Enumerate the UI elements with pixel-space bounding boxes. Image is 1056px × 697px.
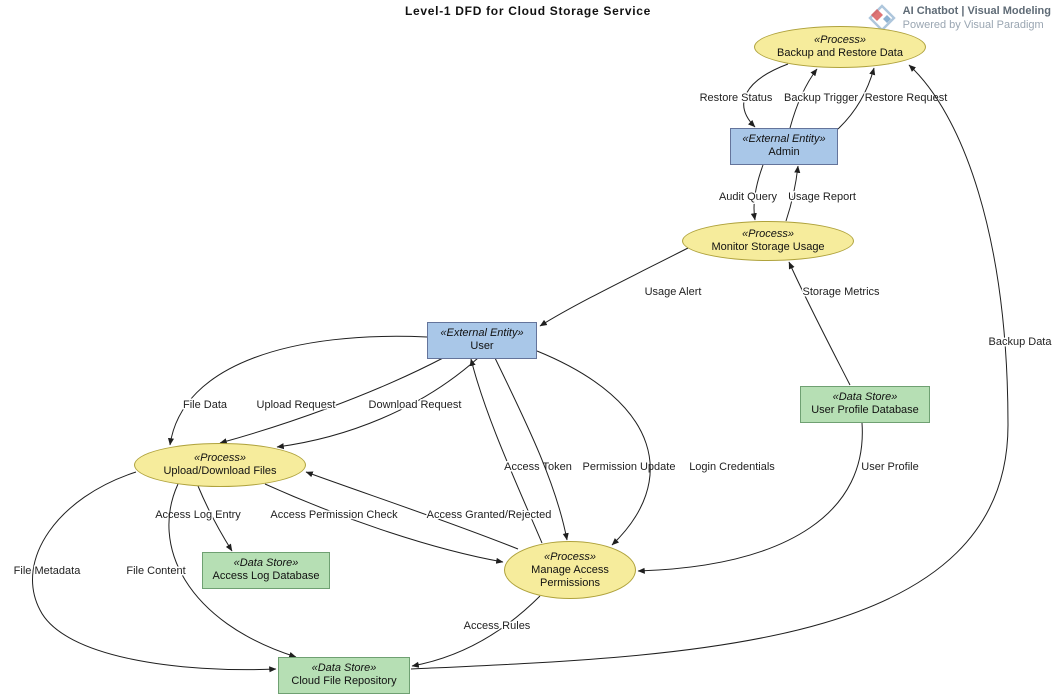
edge-label-restore-request: Restore Request: [865, 92, 948, 104]
edge-restore-status[interactable]: [743, 63, 789, 128]
node-admin[interactable]: «External Entity»Admin: [730, 127, 838, 165]
node-label: Backup and Restore Data: [777, 47, 903, 59]
node-stereotype: «Process»: [544, 550, 596, 563]
node-user[interactable]: «External Entity»User: [427, 321, 537, 359]
edge-permission-update[interactable]: [494, 357, 569, 541]
edge-usage-alert[interactable]: [539, 247, 689, 327]
edge-label-access-granted-rejected: Access Granted/Rejected: [427, 509, 552, 521]
edge-user-profile[interactable]: [637, 422, 863, 574]
node-label: User Profile Database: [811, 404, 919, 416]
node-monitor-storage-usage[interactable]: «Process»Monitor Storage Usage: [682, 221, 854, 261]
edge-label-backup-trigger: Backup Trigger: [784, 92, 858, 104]
edge-access-log-entry[interactable]: [197, 485, 233, 552]
edge-login-credentials[interactable]: [536, 350, 651, 546]
edge-label-access-permission-check: Access Permission Check: [270, 509, 398, 521]
edge-storage-metrics[interactable]: [788, 261, 851, 386]
edge-access-rules[interactable]: [411, 595, 541, 668]
node-manage-access-permissions[interactable]: «Process»Manage Access Permissions: [504, 541, 636, 599]
node-stereotype: «Process»: [814, 34, 866, 46]
edge-label-audit-query: Audit Query: [719, 191, 778, 203]
node-stereotype: «Process»: [194, 452, 246, 464]
node-label: Admin: [768, 146, 800, 158]
edge-label-file-metadata: File Metadata: [14, 565, 82, 577]
edge-label-login-credentials: Login Credentials: [689, 461, 775, 473]
edge-access-permission-check[interactable]: [264, 483, 504, 564]
diagram-title: Level-1 DFD for Cloud Storage Service: [405, 4, 651, 18]
node-backup-and-restore-data[interactable]: «Process»Backup and Restore Data: [754, 26, 926, 68]
edge-label-download-request: Download Request: [369, 399, 462, 411]
edge-label-file-data: File Data: [183, 399, 228, 411]
node-upload-download-files[interactable]: «Process»Upload/Download Files: [134, 443, 306, 487]
node-access-log-database[interactable]: «Data Store»Access Log Database: [202, 551, 330, 589]
node-label: Cloud File Repository: [291, 675, 397, 687]
edge-file-metadata[interactable]: [32, 471, 277, 673]
edge-label-access-token: Access Token: [504, 461, 572, 473]
edge-label-upload-request: Upload Request: [257, 399, 336, 411]
edge-label-access-log-entry: Access Log Entry: [155, 509, 241, 521]
node-stereotype: «Process»: [742, 228, 794, 240]
edge-label-restore-status: Restore Status: [700, 92, 773, 104]
edge-access-token[interactable]: [469, 358, 543, 544]
edge-backup-data[interactable]: [410, 64, 1009, 670]
node-label: User: [470, 340, 494, 352]
edge-label-usage-alert: Usage Alert: [645, 286, 702, 298]
edge-label-file-content: File Content: [126, 565, 185, 577]
edge-backup-trigger[interactable]: [789, 68, 818, 129]
node-user-profile-database[interactable]: «Data Store»User Profile Database: [800, 385, 930, 423]
node-stereotype: «External Entity»: [440, 327, 524, 339]
node-stereotype: «Data Store»: [311, 662, 377, 674]
branding-text: AI Chatbot | Visual Modeling Powered by …: [903, 4, 1051, 32]
node-label: Monitor Storage Usage: [711, 241, 825, 253]
edge-label-user-profile: User Profile: [861, 461, 918, 473]
node-stereotype: «External Entity»: [742, 133, 826, 145]
node-stereotype: «Data Store»: [832, 391, 898, 403]
edge-file-content[interactable]: [168, 483, 297, 658]
edge-usage-report[interactable]: [785, 165, 801, 222]
node-label: Access Log Database: [212, 570, 320, 582]
node-cloud-file-repository[interactable]: «Data Store»Cloud File Repository: [278, 656, 410, 694]
node-label: Manage Access Permissions: [531, 563, 609, 589]
branding-product-name: AI Chatbot | Visual Modeling: [902, 5, 1051, 17]
node-stereotype: «Data Store»: [233, 557, 299, 569]
node-label: Upload/Download Files: [163, 465, 277, 477]
edge-audit-query[interactable]: [750, 164, 764, 221]
branding-powered-by: Powered by Visual Paradigm: [902, 19, 1044, 31]
edge-download-request[interactable]: [276, 357, 479, 450]
edge-upload-request[interactable]: [219, 357, 444, 445]
edge-file-data[interactable]: [167, 335, 428, 446]
edge-label-storage-metrics: Storage Metrics: [802, 286, 880, 298]
edge-label-usage-report: Usage Report: [788, 191, 856, 203]
edge-restore-request[interactable]: [837, 67, 876, 130]
edge-group: Restore Status Backup Trigger Restore Requ…: [12, 63, 1054, 673]
edge-access-granted-rejected[interactable]: [305, 471, 519, 550]
edge-label-permission-update: Permission Update: [583, 461, 676, 473]
edge-label-backup-data: Backup Data: [989, 336, 1053, 348]
edge-label-access-rules: Access Rules: [464, 620, 531, 632]
